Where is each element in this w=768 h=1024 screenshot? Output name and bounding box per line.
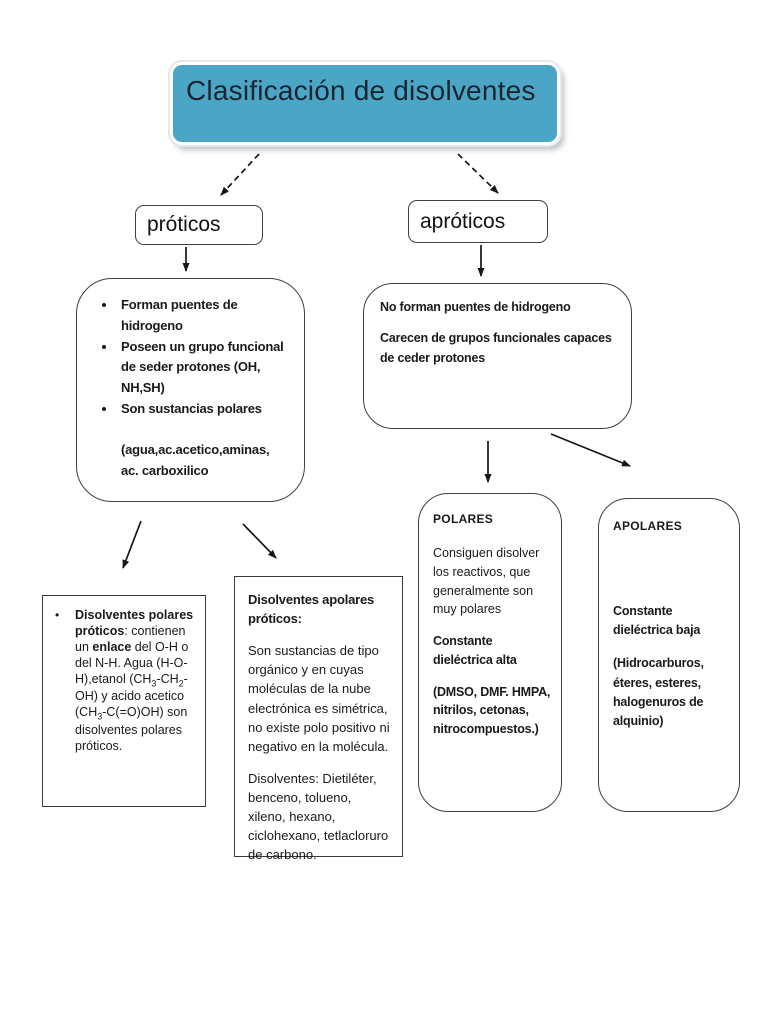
polares-examples: (DMSO, DMF. HMPA, nitrilos, cetonas, nit…: [433, 684, 551, 737]
proticos-examples: (agua,ac.acetico,aminas, ac. carboxilico: [121, 440, 290, 482]
apolar-protic-heading: Disolventes apolares próticos:: [248, 592, 375, 627]
bullet-glyph: •: [55, 608, 60, 622]
aproticos-line2: Carecen de grupos funcionales capaces de…: [380, 331, 612, 365]
title-box: Clasificación de disolventes: [170, 62, 560, 145]
proticos-examples-line1: (agua,ac.acetico,aminas,: [121, 441, 270, 457]
polares-constante: Constante dieléctrica alta: [433, 634, 517, 667]
node-aproticos-label: apróticos: [420, 209, 506, 233]
apolar-protic-box: Disolventes apolares próticos: Son susta…: [234, 576, 403, 862]
page-title: Clasificación de disolventes: [186, 75, 536, 106]
node-proticos-label: próticos: [147, 213, 221, 236]
node-aproticos: apróticos: [408, 200, 548, 243]
apolares-constante: Constante dieléctrica baja: [613, 603, 701, 637]
proticos-examples-line2: ac. carboxilico: [121, 462, 209, 478]
apolares-heading: APOLARES: [613, 519, 683, 533]
proticos-bullet-1: Forman puentes de hidrogeno: [117, 295, 290, 337]
arrow-detail-to-polar-protic: [122, 520, 142, 569]
polares-heading: POLARES: [433, 512, 494, 526]
proticos-bullet-3: Son sustancias polares: [117, 399, 290, 420]
polares-para: Consiguen disolver los reactivos, que ge…: [433, 546, 540, 617]
arrow-title-to-aproticos: [457, 153, 499, 194]
aproticos-line1: No forman puentes de hidrogeno: [380, 300, 571, 314]
proticos-detail-box: Forman puentes de hidrogeno Poseen un gr…: [76, 278, 305, 502]
spacer: [613, 536, 729, 602]
proticos-bullet-list: Forman puentes de hidrogeno Poseen un gr…: [99, 295, 290, 420]
polar-protic-box: • Disolventes polares próticos: contiene…: [42, 595, 206, 807]
arrow-detail-to-apolar-protic: [242, 523, 277, 559]
apolares-box: APOLARES Constante dieléctrica baja (Hid…: [598, 498, 740, 812]
apolar-protic-para2: Disolventes: Dietiléter, benceno, toluen…: [248, 770, 389, 863]
aproticos-detail-box: No forman puentes de hidrogeno Carecen d…: [363, 283, 632, 429]
node-proticos: próticos: [135, 205, 263, 245]
apolar-protic-para1: Son sustancias de tipo orgánico y en cuy…: [248, 643, 390, 754]
polares-box: POLARES Consiguen disolver los reactivos…: [418, 493, 562, 812]
proticos-bullet-2: Poseen un grupo funcional de seder proto…: [117, 337, 290, 399]
arrow-detail-to-apolares: [550, 433, 631, 467]
arrow-title-to-proticos: [220, 153, 260, 196]
apolares-examples: (Hidrocarburos, éteres, esteres, halogen…: [613, 656, 704, 729]
polar-protic-text: Disolventes polares próticos: contienen …: [75, 608, 194, 754]
